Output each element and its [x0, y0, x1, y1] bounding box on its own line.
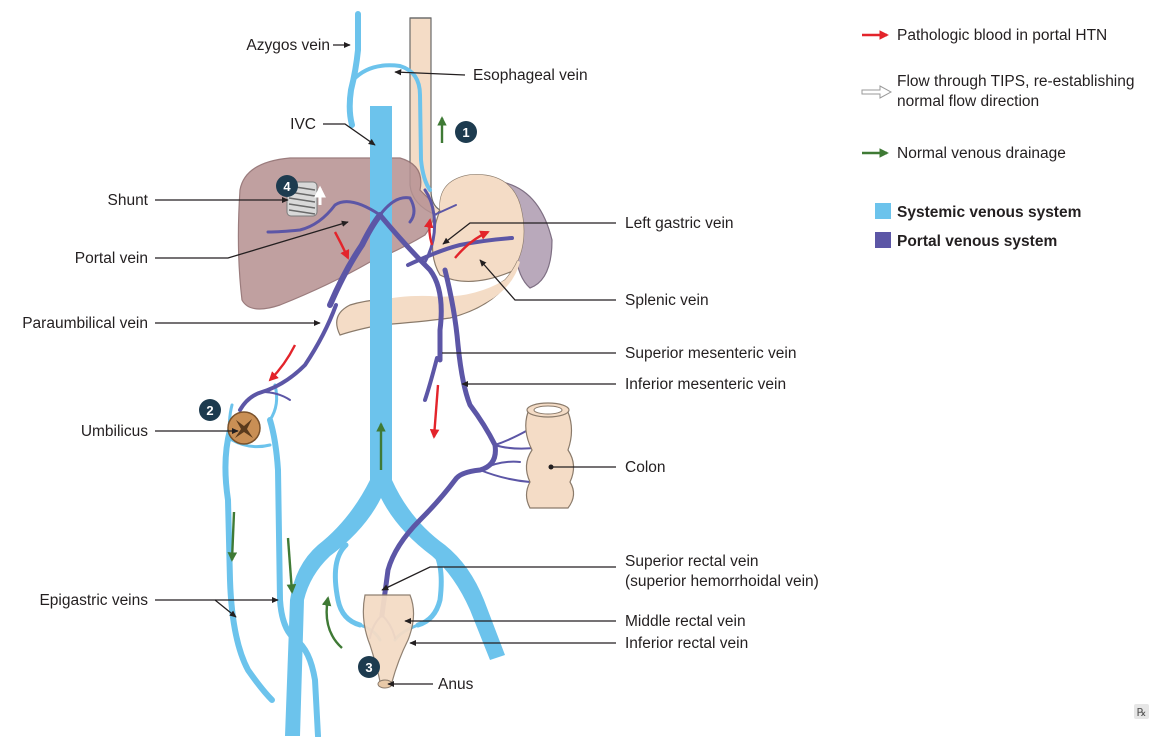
svg-text:Flow through TIPS, re-establis: Flow through TIPS, re-establishing — [897, 73, 1135, 90]
label-superior-rectal-vein: Superior rectal vein — [625, 553, 759, 570]
svg-text:Normal venous drainage: Normal venous drainage — [897, 145, 1066, 162]
marker-4: 4 — [276, 175, 298, 197]
legend-portal: Portal venous system — [875, 232, 1057, 250]
label-anus: Anus — [438, 676, 474, 693]
rx-logo: ℞ — [1134, 704, 1149, 719]
svg-text:1: 1 — [462, 125, 469, 140]
legend: Pathologic blood in portal HTN Flow thro… — [862, 27, 1135, 250]
svg-text:3: 3 — [365, 660, 372, 675]
label-paraumbilical-vein: Paraumbilical vein — [22, 315, 148, 332]
svg-text:Portal venous system: Portal venous system — [897, 233, 1057, 250]
label-esophageal-vein: Esophageal vein — [473, 67, 588, 84]
svg-text:4: 4 — [283, 179, 291, 194]
label-colon: Colon — [625, 459, 666, 476]
label-shunt: Shunt — [107, 192, 148, 209]
umbilicus — [228, 412, 260, 444]
label-ivc: IVC — [290, 116, 316, 133]
svg-text:Systemic venous system: Systemic venous system — [897, 204, 1081, 221]
legend-systemic: Systemic venous system — [875, 203, 1081, 221]
label-umbilicus: Umbilicus — [81, 423, 148, 440]
marker-2: 2 — [199, 399, 221, 421]
svg-text:Pathologic blood in portal HTN: Pathologic blood in portal HTN — [897, 27, 1107, 44]
colon — [526, 403, 574, 508]
label-left-gastric-vein: Left gastric vein — [625, 215, 734, 232]
marker-1: 1 — [455, 121, 477, 143]
label-superior-mesenteric-vein: Superior mesenteric vein — [625, 345, 796, 362]
svg-text:℞: ℞ — [1137, 706, 1147, 719]
label-splenic-vein: Splenic vein — [625, 292, 709, 309]
legend-tips: Flow through TIPS, re-establishing norma… — [862, 73, 1135, 110]
label-inferior-rectal-vein: Inferior rectal vein — [625, 635, 748, 652]
label-azygos-vein: Azygos vein — [246, 37, 330, 54]
label-superior-hemorrhoidal-vein: (superior hemorrhoidal vein) — [625, 573, 819, 590]
legend-normal: Normal venous drainage — [862, 145, 1066, 162]
legend-pathologic: Pathologic blood in portal HTN — [862, 27, 1107, 44]
label-inferior-mesenteric-vein: Inferior mesenteric vein — [625, 376, 786, 393]
svg-text:2: 2 — [206, 403, 213, 418]
label-portal-vein: Portal vein — [75, 250, 148, 267]
label-epigastric-veins: Epigastric veins — [39, 592, 148, 609]
svg-text:normal flow direction: normal flow direction — [897, 93, 1039, 110]
marker-3: 3 — [358, 656, 380, 678]
label-middle-rectal-vein: Middle rectal vein — [625, 613, 746, 630]
